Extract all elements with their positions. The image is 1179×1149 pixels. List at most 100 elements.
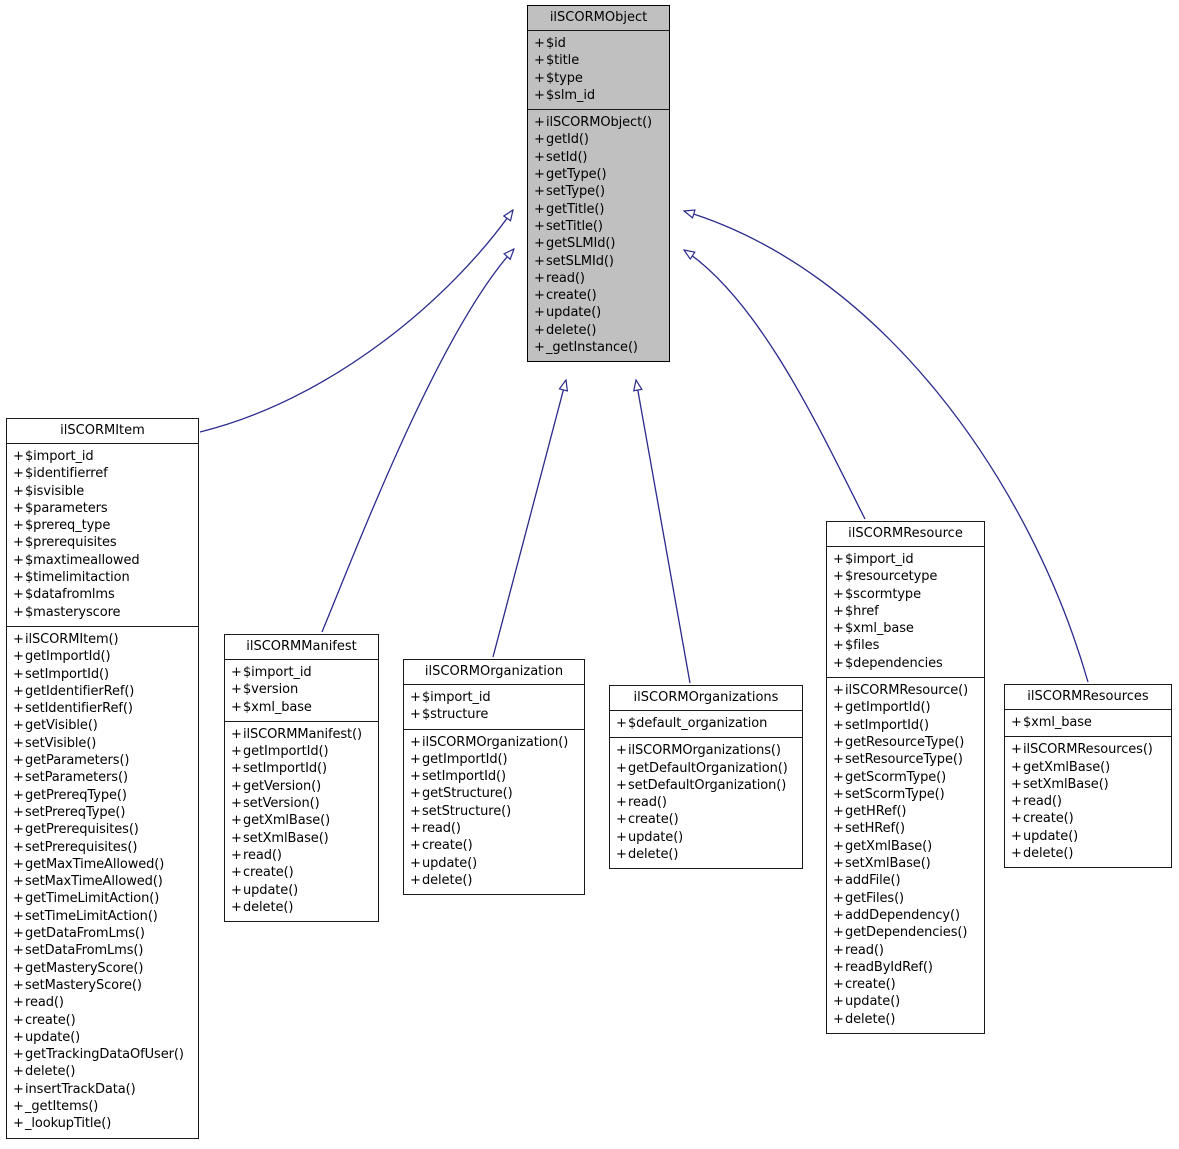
- operation-row: +setMaxTimeAllowed(): [13, 873, 194, 890]
- member-label: $files: [845, 638, 880, 654]
- class-node-ilscormorganizations[interactable]: ilSCORMOrganizations +$default_organizati…: [609, 685, 803, 870]
- operation-row: +setMasteryScore(): [13, 977, 194, 994]
- visibility-marker: +: [833, 838, 844, 854]
- visibility-marker: +: [410, 803, 421, 819]
- class-title-ilscormresource: ilSCORMResource: [848, 526, 963, 541]
- attributes-compartment-ilscormresource: +$import_id+$resourcetype+$scormtype+$hr…: [827, 546, 984, 677]
- visibility-marker: +: [410, 751, 421, 767]
- visibility-marker: +: [13, 787, 24, 803]
- class-title-ilscormresources: ilSCORMResources: [1027, 689, 1149, 704]
- attributes-compartment-ilscormorganization: +$import_id+$structure: [404, 684, 584, 729]
- visibility-marker: +: [1011, 776, 1022, 792]
- visibility-marker: +: [13, 1047, 24, 1063]
- class-node-ilscormresources[interactable]: ilSCORMResources+$xml_base+ilSCORMResour…: [1004, 684, 1172, 869]
- visibility-marker: +: [833, 700, 844, 716]
- member-label: $import_id: [25, 449, 94, 464]
- member-label: setImportId(): [845, 717, 929, 733]
- visibility-marker: +: [534, 270, 545, 286]
- operation-row: +create(): [534, 287, 665, 304]
- operation-row: +getHRef(): [833, 803, 980, 820]
- operation-row: +getXmlBase(): [231, 812, 374, 829]
- attribute-row: +$structure: [410, 706, 580, 723]
- member-label: ilSCORMItem(): [25, 631, 119, 647]
- member-label: getMasteryScore(): [25, 960, 144, 976]
- class-node-ilscormobject[interactable]: ilSCORMObject+$id+$title+$type+$slm_id+i…: [527, 5, 670, 363]
- class-node-ilscormitem[interactable]: ilSCORMItem+$import_id+$identifierref+$i…: [6, 418, 199, 1139]
- operation-row: +ilSCORMOrganization(): [410, 734, 580, 751]
- member-label: setPrereqType(): [25, 804, 126, 820]
- attribute-row: +$prerequisites: [13, 534, 194, 551]
- visibility-marker: +: [534, 132, 545, 148]
- member-label: setHRef(): [845, 821, 905, 837]
- operation-row: +create(): [833, 976, 980, 993]
- operation-row: +getType(): [534, 166, 665, 183]
- visibility-marker: +: [231, 761, 242, 777]
- operation-row: +getDependencies(): [833, 924, 980, 941]
- visibility-marker: +: [833, 552, 844, 567]
- member-label: $timelimitaction: [25, 570, 130, 586]
- visibility-marker: +: [833, 717, 844, 733]
- visibility-marker: +: [833, 655, 844, 671]
- operation-row: +update(): [616, 829, 798, 846]
- visibility-marker: +: [534, 218, 545, 234]
- class-node-ilscormresource[interactable]: ilSCORMResource +$import_id+$resourcetype…: [826, 521, 985, 1035]
- visibility-marker: +: [231, 699, 242, 715]
- member-label: setParameters(): [25, 770, 128, 786]
- visibility-marker: +: [13, 500, 24, 516]
- member-label: $structure: [422, 707, 489, 723]
- operation-row: +setTitle(): [534, 218, 665, 235]
- visibility-marker: +: [833, 907, 844, 923]
- member-label: ilSCORMManifest(): [243, 726, 362, 742]
- visibility-marker: +: [534, 167, 545, 183]
- member-label: getFiles(): [845, 890, 905, 906]
- operation-row: +ilSCORMOrganizations(): [616, 742, 798, 759]
- operation-row: +setResourceType(): [833, 751, 980, 768]
- visibility-marker: +: [1011, 759, 1022, 775]
- operation-row: +create(): [616, 811, 798, 828]
- operation-row: +getTimeLimitAction(): [13, 890, 194, 907]
- class-title-ilscormobject: ilSCORMObject: [549, 10, 648, 25]
- operation-row: +read(): [616, 794, 798, 811]
- class-node-ilscormorganization[interactable]: ilSCORMOrganization +$import_id+$structur…: [403, 659, 585, 896]
- member-label: $import_id: [243, 665, 312, 680]
- operation-row: +setPrerequisites(): [13, 839, 194, 856]
- attributes-compartment-ilscormmanifest: +$import_id+$version+$xml_base: [225, 659, 378, 721]
- class-title-ilscormorganizations: ilSCORMOrganizations: [633, 690, 779, 705]
- operation-row: +getImportId(): [410, 751, 580, 768]
- visibility-marker: +: [833, 959, 844, 975]
- member-label: setTitle(): [546, 218, 603, 234]
- attribute-row: +$datafromlms: [13, 586, 194, 603]
- visibility-marker: +: [833, 925, 844, 941]
- member-label: read(): [422, 821, 461, 837]
- visibility-marker: +: [13, 483, 24, 499]
- attribute-row: +$default_organization: [616, 715, 798, 732]
- operation-row: +read(): [13, 994, 194, 1011]
- visibility-marker: +: [534, 305, 545, 321]
- attribute-row: +$timelimitaction: [13, 569, 194, 586]
- class-title-ilscormitem: ilSCORMItem: [60, 423, 145, 438]
- operation-row: +setXmlBase(): [231, 830, 374, 847]
- visibility-marker: +: [13, 926, 24, 942]
- member-label: $masteryscore: [25, 604, 121, 620]
- visibility-marker: +: [13, 770, 24, 786]
- operation-row: +getXmlBase(): [1011, 759, 1167, 776]
- visibility-marker: +: [13, 466, 24, 482]
- operation-row: +getFiles(): [833, 890, 980, 907]
- attribute-row: +$title: [534, 52, 665, 69]
- visibility-marker: +: [616, 829, 627, 845]
- member-label: read(): [25, 995, 64, 1011]
- member-label: delete(): [1023, 846, 1074, 862]
- visibility-marker: +: [534, 87, 545, 103]
- operation-row: +getImportId(): [833, 699, 980, 716]
- member-label: getTitle(): [546, 201, 605, 217]
- operation-row: +setScormType(): [833, 786, 980, 803]
- member-label: $identifierref: [25, 466, 108, 482]
- operation-row: +getImportId(): [231, 743, 374, 760]
- member-label: $resourcetype: [845, 569, 938, 585]
- member-label: delete(): [422, 872, 473, 888]
- class-node-ilscormmanifest[interactable]: ilSCORMManifest+$import_id+$version+$xml…: [224, 634, 379, 923]
- visibility-marker: +: [231, 813, 242, 829]
- member-label: read(): [628, 795, 667, 811]
- member-label: setImportId(): [25, 666, 109, 682]
- class-title-ilscormorganization: ilSCORMOrganization: [424, 664, 564, 679]
